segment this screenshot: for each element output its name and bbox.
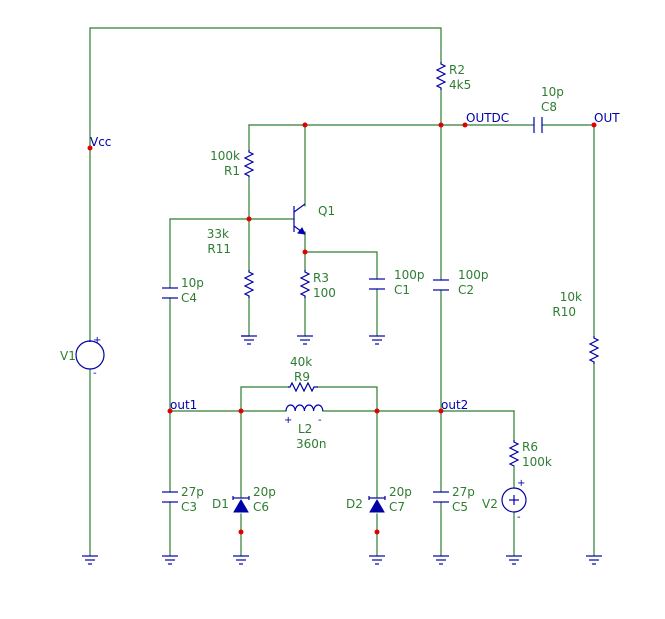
net-label-vcc: Vcc — [90, 135, 111, 149]
l2-value: 360n — [296, 437, 327, 451]
junction-dot — [438, 408, 444, 414]
ground-symbol — [233, 555, 249, 565]
c4-ref: C4 — [181, 291, 197, 305]
c4-value: 10p — [181, 276, 204, 290]
transistor-q1 — [293, 203, 306, 235]
capacitor-c2 — [433, 279, 449, 291]
diode-d2 — [368, 496, 386, 513]
resistor-r1 — [243, 150, 255, 177]
l2-ref: L2 — [298, 422, 312, 436]
c2-value: 100p — [458, 268, 489, 282]
r10-ref: R10 — [552, 305, 576, 319]
junction-dot — [167, 408, 173, 414]
r6-ref: R6 — [522, 440, 538, 454]
c6-value: 20p — [253, 485, 276, 499]
ground-symbol — [82, 555, 98, 565]
capacitor-c5 — [433, 491, 449, 503]
inductor-l2 — [285, 404, 324, 412]
c8-value: 10p — [541, 85, 564, 99]
junction-dot — [302, 122, 308, 128]
c6-ref: C6 — [253, 500, 269, 514]
junction-dot — [302, 249, 308, 255]
resistor-r9 — [288, 381, 318, 393]
r1-value: 100k — [210, 149, 240, 163]
c3-value: 27p — [181, 485, 204, 499]
net-label-out: OUT — [594, 111, 620, 125]
junction-dots — [87, 122, 597, 535]
component-labels: R2 4k5 10p C8 100k R1 Q1 33k R11 R3 100 … — [60, 63, 582, 514]
junction-dot — [374, 529, 380, 535]
junction-dot — [238, 408, 244, 414]
c1-value: 100p — [394, 268, 425, 282]
junction-dot — [87, 145, 93, 151]
v1-minus-mark: - — [93, 368, 97, 379]
c2-ref: C2 — [458, 283, 474, 297]
junction-dot — [238, 529, 244, 535]
d2-ref: D2 — [346, 497, 363, 511]
capacitor-c1 — [369, 278, 385, 290]
net-label-out1: out1 — [170, 398, 197, 412]
c3-ref: C3 — [181, 500, 197, 514]
junction-dot — [591, 122, 597, 128]
r3-ref: R3 — [313, 271, 329, 285]
ground-symbols — [82, 335, 602, 565]
voltage-source-v1 — [75, 340, 105, 370]
ground-symbol — [162, 555, 178, 565]
r1-ref: R1 — [224, 164, 240, 178]
ground-symbol — [241, 335, 257, 345]
c8-ref: C8 — [541, 100, 557, 114]
ground-symbol — [369, 555, 385, 565]
v1-plus-mark: + — [93, 335, 101, 346]
ground-symbol — [297, 335, 313, 345]
resistor-r11 — [243, 270, 255, 298]
r2-ref: R2 — [449, 63, 465, 77]
c5-value: 27p — [452, 485, 475, 499]
net-label-outdc: OUTDC — [466, 111, 509, 125]
v2-plus-mark: + — [517, 478, 525, 489]
v2-ref: V2 — [482, 497, 498, 511]
d1-ref: D1 — [212, 497, 229, 511]
ground-symbol — [369, 335, 385, 345]
v2-minus-mark: - — [517, 512, 521, 523]
c5-ref: C5 — [452, 500, 468, 514]
diode-d1 — [232, 496, 250, 513]
c7-value: 20p — [389, 485, 412, 499]
net-label-out2: out2 — [441, 398, 468, 412]
l2-minus-mark: - — [318, 415, 322, 426]
v1-ref: V1 — [60, 349, 76, 363]
junction-dot — [246, 216, 252, 222]
capacitor-c4 — [162, 287, 178, 299]
voltage-source-v2 — [501, 487, 527, 513]
r6-value: 100k — [522, 455, 552, 469]
r2-value: 4k5 — [449, 78, 471, 92]
resistor-r10 — [588, 336, 600, 364]
r10-value: 10k — [560, 290, 582, 304]
resistor-r2 — [435, 62, 447, 90]
junction-dot — [438, 122, 444, 128]
r11-value: 33k — [207, 227, 229, 241]
r9-value: 40k — [290, 355, 312, 369]
q1-ref: Q1 — [318, 204, 335, 218]
wires — [89, 27, 595, 557]
capacitor-c3 — [162, 491, 178, 503]
ground-symbol — [586, 555, 602, 565]
ground-symbol — [433, 555, 449, 565]
resistor-r3 — [299, 270, 311, 298]
capacitor-c8 — [533, 117, 543, 133]
l2-plus-mark: + — [284, 415, 292, 426]
c7-ref: C7 — [389, 500, 405, 514]
c1-ref: C1 — [394, 283, 410, 297]
r9-ref: R9 — [294, 370, 310, 384]
r3-value: 100 — [313, 286, 336, 300]
junction-dot — [374, 408, 380, 414]
junction-dot — [462, 122, 468, 128]
r11-ref: R11 — [207, 242, 231, 256]
resistor-r6 — [508, 440, 520, 467]
polarity-marks: + - + - + - — [93, 335, 525, 523]
ground-symbol — [506, 555, 522, 565]
net-labels: Vcc OUTDC OUT out1 out2 — [90, 111, 620, 412]
